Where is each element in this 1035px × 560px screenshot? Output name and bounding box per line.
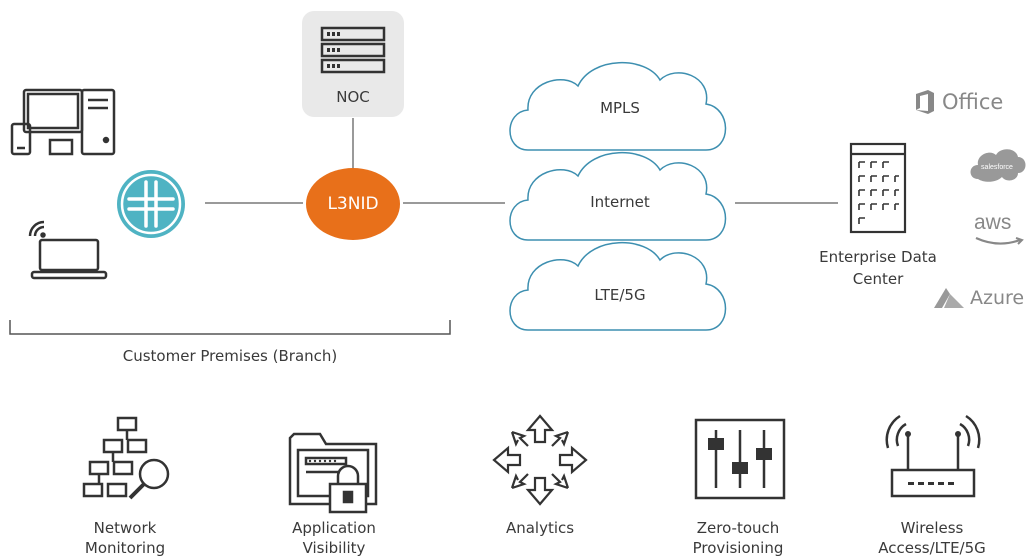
svg-text:salesforce: salesforce (981, 164, 1013, 171)
aws-logo: aws (968, 210, 1034, 250)
aws-smile-icon (975, 236, 1024, 245)
router-icon (115, 168, 187, 240)
l3nid-node: L3NID (306, 168, 400, 240)
lte-cloud (509, 241, 727, 331)
feature-label-network-monitoring: Network Monitoring (84, 519, 166, 557)
feature-label-zero-touch: Zero-touch Provisioning (692, 519, 784, 557)
lte-label: LTE/5G (594, 286, 646, 304)
internet-label: Internet (590, 193, 650, 211)
azure-logo: Azure (932, 284, 1035, 312)
wireless-router-icon (878, 412, 988, 504)
desktop-devices-icon (10, 82, 122, 166)
network-monitoring-icon (80, 412, 180, 504)
building-icon (845, 140, 911, 236)
premises-bracket (9, 320, 451, 335)
wan-clouds (509, 61, 727, 331)
enterprise-dc-label: Enterprise Data Center (819, 248, 937, 288)
customer-premises-label: Customer Premises (Branch) (122, 347, 338, 365)
zero-touch-provisioning-icon (692, 416, 788, 502)
laptop-wifi-icon (26, 218, 108, 284)
server-rack-icon (319, 25, 387, 75)
office-logo: Office (914, 88, 1034, 116)
analytics-icon (490, 412, 590, 508)
azure-icon (934, 288, 964, 308)
mpls-cloud (509, 61, 727, 151)
noc-label: NOC (336, 88, 370, 106)
l3nid-label: L3NID (327, 194, 379, 214)
office-icon (916, 90, 934, 114)
salesforce-logo: salesforce (966, 143, 1028, 185)
noc-box: NOC (302, 11, 404, 117)
internet-cloud (509, 151, 727, 241)
feature-label-analytics: Analytics (505, 519, 575, 537)
feature-label-application-visibility: Application Visibility (292, 519, 376, 557)
mpls-label: MPLS (600, 99, 640, 117)
feature-label-wireless: Wireless Access/LTE/5G (878, 519, 986, 557)
application-visibility-icon (286, 428, 382, 514)
